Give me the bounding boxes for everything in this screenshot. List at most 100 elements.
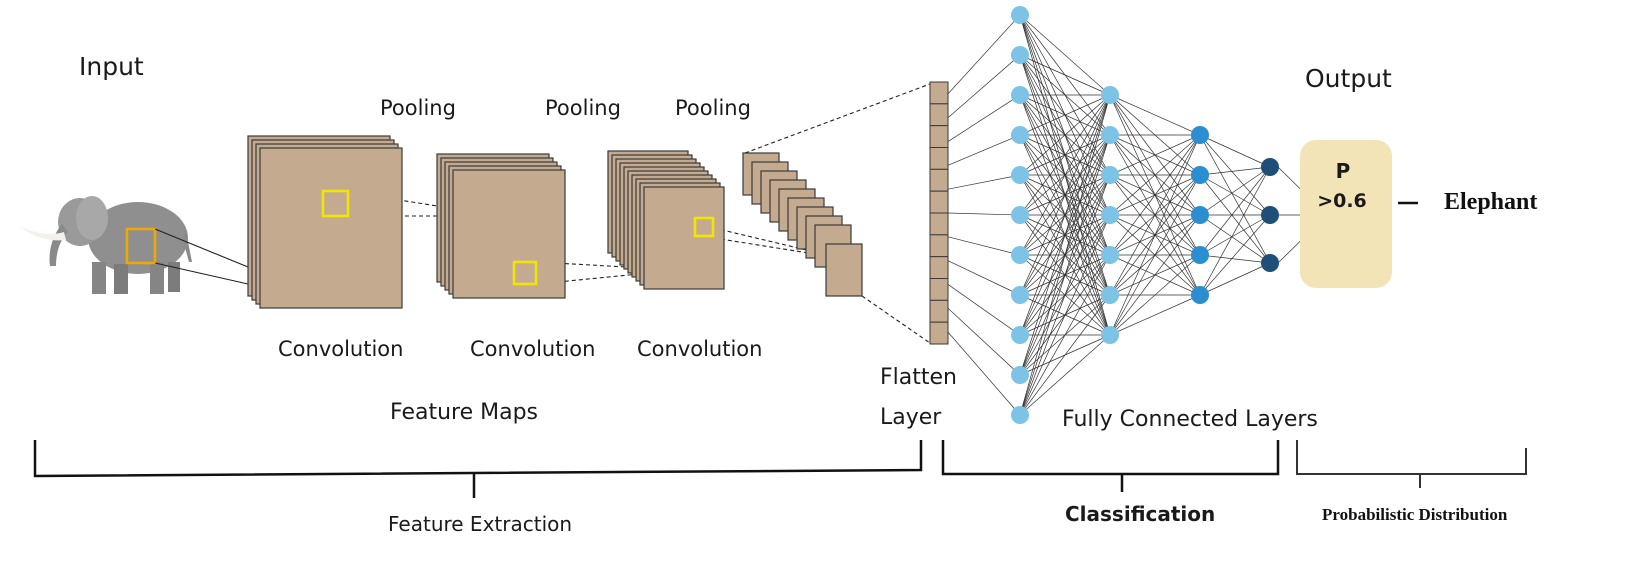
fc-node: [1191, 286, 1209, 304]
flatten-to-fc-edge: [947, 308, 1021, 376]
fc-node: [1011, 126, 1029, 144]
fc-edge: [1019, 94, 1111, 416]
fc-node: [1101, 86, 1119, 104]
fc-node: [1101, 206, 1119, 224]
fc-node: [1101, 286, 1119, 304]
fc-edge: [1019, 94, 1111, 256]
fc-node: [1101, 126, 1119, 144]
fc-node: [1261, 254, 1279, 272]
probabilistic-distribution-label: Probabilistic Distribution: [1322, 505, 1508, 524]
flatten-label: Flatten: [880, 365, 957, 390]
fc-node: [1191, 126, 1209, 144]
flatten-cell: [929, 234, 949, 258]
flatten-to-fc-edge: [947, 284, 1021, 336]
fc-node: [1101, 246, 1119, 264]
fc-edge: [1199, 254, 1271, 264]
flatten-to-fc-edge: [947, 236, 1021, 256]
output-label: Output: [1305, 64, 1392, 93]
fc-edge: [1199, 166, 1271, 216]
convolution-label-1: Convolution: [278, 337, 403, 361]
fully-connected-label: Fully Connected Layers: [1062, 407, 1318, 432]
pooling-label-1: Pooling: [380, 96, 456, 120]
kernel-window-2: [512, 260, 538, 286]
kernel-window-3: [693, 216, 715, 238]
fc-edge: [1199, 214, 1271, 296]
fc-node: [1261, 158, 1279, 176]
fc-node: [1191, 166, 1209, 184]
fc-edge: [1019, 134, 1111, 416]
flatten-cell: [929, 190, 949, 214]
fc-edge: [1199, 166, 1271, 296]
kernel-window-1: [321, 189, 350, 218]
flatten-cell: [929, 125, 949, 148]
flatten-to-fc-edge: [947, 54, 1021, 118]
fc-edge: [1109, 134, 1201, 336]
classification-label: Classification: [1065, 502, 1215, 526]
fc-edge: [1199, 174, 1271, 216]
pooling-label-3: Pooling: [675, 96, 751, 120]
pooling-label-2: Pooling: [545, 96, 621, 120]
elephant-icon: [20, 196, 192, 294]
flatten-cell: [929, 212, 949, 236]
flatten-cell: [929, 321, 949, 345]
fc-edge: [1109, 134, 1201, 176]
convolution-label-3: Convolution: [637, 337, 762, 361]
fc-node: [1011, 246, 1029, 264]
fc-edge: [1199, 134, 1271, 264]
fc-node: [1101, 326, 1119, 344]
layer-label: Layer: [880, 405, 942, 430]
fc-node: [1011, 86, 1029, 104]
flatten-cell: [929, 81, 949, 105]
fc-edge: [1199, 214, 1271, 264]
fc-connections: [947, 14, 1301, 416]
fc-edge: [1109, 134, 1201, 216]
probability-threshold-label: >0.6: [1317, 190, 1367, 212]
flatten-to-fc-edge: [947, 94, 1021, 142]
fc-node: [1191, 206, 1209, 224]
feature-map-stack-3: [607, 150, 725, 290]
fc-edge: [1199, 174, 1271, 264]
fc-edge: [1109, 174, 1201, 336]
fc-edge: [1109, 134, 1201, 256]
fc-edge: [1019, 294, 1111, 416]
feature-map-stack-2: [436, 153, 566, 299]
fc-edge: [1199, 214, 1271, 256]
output-edge: [1277, 166, 1301, 189]
fc-node: [1011, 166, 1029, 184]
fc-node: [1101, 166, 1119, 184]
fc-edge: [1019, 214, 1111, 416]
output-edge: [1277, 241, 1301, 264]
fc-edge: [1019, 94, 1111, 376]
flatten-cell: [929, 278, 949, 301]
feature-map-stack-4: [742, 152, 863, 297]
feature-map-stack-1: [247, 135, 403, 309]
flatten-cell: [929, 168, 949, 192]
fc-edge: [1019, 94, 1111, 176]
fc-edge: [1019, 174, 1111, 416]
convolution-label-2: Convolution: [470, 337, 595, 361]
flatten-to-fc-edge: [947, 174, 1021, 190]
flatten-cell: [929, 256, 949, 279]
flatten-layer: [929, 81, 949, 345]
fc-edge: [1199, 134, 1271, 168]
probability-p-label: P: [1336, 159, 1351, 183]
fc-edge: [1019, 14, 1111, 96]
feature-extraction-label: Feature Extraction: [388, 512, 572, 536]
fc-node: [1191, 246, 1209, 264]
flatten-cell: [929, 299, 949, 323]
fc-node: [1011, 366, 1029, 384]
bracket-feature-extraction: [33, 440, 923, 498]
fc-edge: [1019, 94, 1111, 336]
flatten-cell: [929, 103, 949, 127]
fc-edge: [1109, 94, 1201, 136]
fc-node: [1011, 326, 1029, 344]
fc-edge: [1199, 166, 1271, 176]
fc-edge: [1019, 254, 1111, 416]
fc-edge: [1109, 294, 1201, 336]
fc-edge: [1199, 262, 1271, 296]
fc-node: [1011, 206, 1029, 224]
fc-edge: [1199, 166, 1271, 256]
feature-maps-label: Feature Maps: [390, 400, 538, 425]
fc-edge: [1109, 254, 1201, 336]
